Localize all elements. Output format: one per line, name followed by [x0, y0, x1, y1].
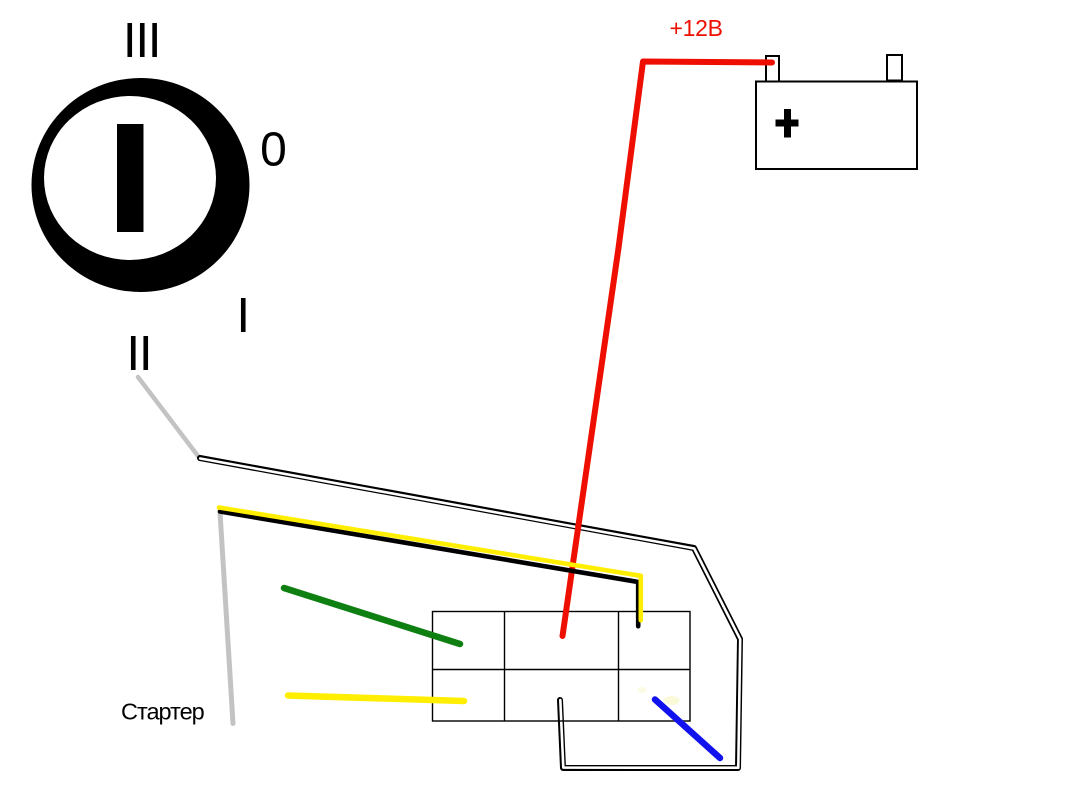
svg-text:+12В: +12В: [670, 15, 723, 41]
svg-text:II: II: [126, 326, 151, 381]
svg-text:I: I: [236, 288, 250, 343]
svg-text:0: 0: [260, 124, 287, 177]
svg-text:Стартер: Стартер: [121, 699, 205, 725]
svg-text:III: III: [123, 13, 160, 68]
